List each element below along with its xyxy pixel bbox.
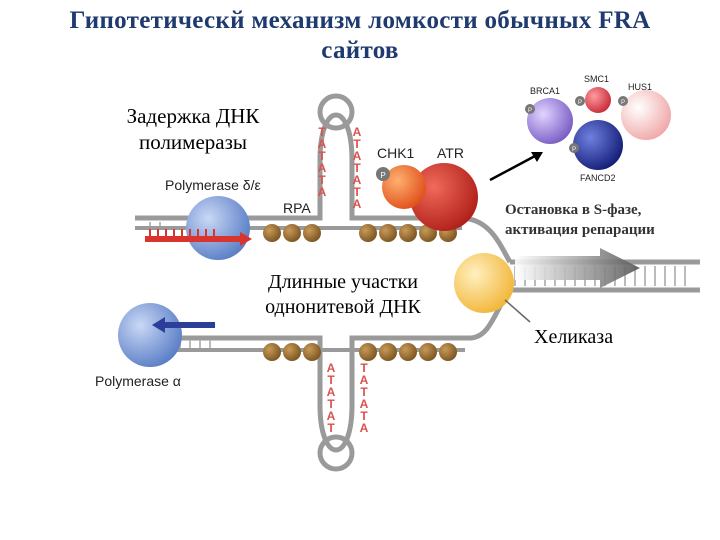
rpa-beads-upper	[263, 224, 457, 242]
svg-text:T: T	[318, 173, 326, 187]
fancd2-blob	[573, 120, 623, 170]
chk1-label: CHK1	[377, 145, 415, 161]
smc1-blob	[585, 87, 611, 113]
svg-text:A: A	[353, 197, 362, 211]
smc1-label: SMC1	[584, 74, 609, 84]
nascent-strand-blue	[152, 317, 215, 333]
svg-text:A: A	[327, 385, 336, 399]
nascent-strand-red	[145, 229, 252, 246]
checkpoint-proteins-inset: P P P P BRCA1 SMC1 HUS1 FANCD2	[525, 74, 671, 183]
atr-label: ATR	[437, 145, 464, 161]
svg-text:A: A	[360, 373, 369, 387]
top-hairpin-loop	[317, 93, 355, 131]
top-hairpin-letters: T A T A T A A T A T A T A	[318, 125, 362, 211]
hus1-blob	[621, 90, 671, 140]
page-title: Гипотетическй механизм ломкости обычных …	[0, 6, 720, 66]
svg-text:P: P	[572, 147, 576, 153]
svg-text:A: A	[353, 125, 362, 139]
fancd2-label: FANCD2	[580, 173, 616, 183]
svg-text:A: A	[318, 161, 327, 175]
top-hairpin-stem	[317, 112, 355, 161]
svg-text:T: T	[360, 361, 368, 375]
brca1-blob	[527, 98, 573, 144]
svg-text:T: T	[327, 421, 335, 435]
polymerase-alpha-blob	[118, 303, 182, 367]
svg-text:A: A	[327, 361, 336, 375]
phospho-chk1-label: P	[380, 171, 385, 180]
rpa-label: RPA	[283, 200, 311, 216]
helicase-pointer	[504, 299, 531, 323]
svg-text:A: A	[318, 185, 327, 199]
title-line-2: сайтов	[321, 37, 399, 64]
activation-arrow	[489, 152, 543, 182]
atr-blob	[410, 163, 478, 231]
helicase-label: Хеликаза	[534, 326, 614, 348]
bottom-hairpin-letters: A T A T A T T A T A T A	[327, 361, 369, 435]
svg-text:A: A	[318, 137, 327, 151]
svg-text:T: T	[353, 137, 361, 151]
phospho-chk1	[376, 167, 390, 181]
brca1-label: BRCA1	[530, 86, 560, 96]
chk1-blob	[382, 165, 426, 209]
svg-text:T: T	[360, 409, 368, 423]
svg-text:T: T	[360, 385, 368, 399]
svg-text:P: P	[621, 100, 625, 106]
s-phase-arrest-label: Остановка в S-фазе, активация репарации	[505, 202, 655, 238]
polymerase-delta-blob	[186, 196, 250, 260]
polymerase-delta-label: Polymerase δ/ε	[165, 177, 261, 193]
svg-text:A: A	[360, 397, 369, 411]
svg-text:A: A	[353, 173, 362, 187]
svg-text:T: T	[318, 125, 326, 139]
svg-text:P: P	[528, 108, 532, 114]
svg-text:T: T	[353, 185, 361, 199]
svg-text:T: T	[327, 397, 335, 411]
helicase-blob	[454, 253, 514, 313]
bottom-hairpin-loop	[317, 434, 355, 472]
progression-arrow	[515, 248, 640, 288]
long-ssdna-label: Длинные участки однонитевой ДНК	[265, 271, 421, 318]
svg-text:A: A	[353, 149, 362, 163]
polymerase-delay-label: Задержка ДНК полимеразы	[126, 104, 260, 154]
polymerase-alpha-label: Polymerase α	[95, 373, 181, 389]
svg-text:A: A	[327, 409, 336, 423]
svg-text:P: P	[578, 100, 582, 106]
svg-text:A: A	[360, 421, 369, 435]
bottom-hairpin-stem	[317, 404, 355, 453]
rpa-beads-lower	[263, 343, 457, 361]
title-line-1: Гипотетическй механизм ломкости обычных …	[69, 7, 651, 34]
svg-text:T: T	[318, 149, 326, 163]
svg-text:T: T	[353, 161, 361, 175]
svg-text:T: T	[327, 373, 335, 387]
hus1-label: HUS1	[628, 82, 652, 92]
